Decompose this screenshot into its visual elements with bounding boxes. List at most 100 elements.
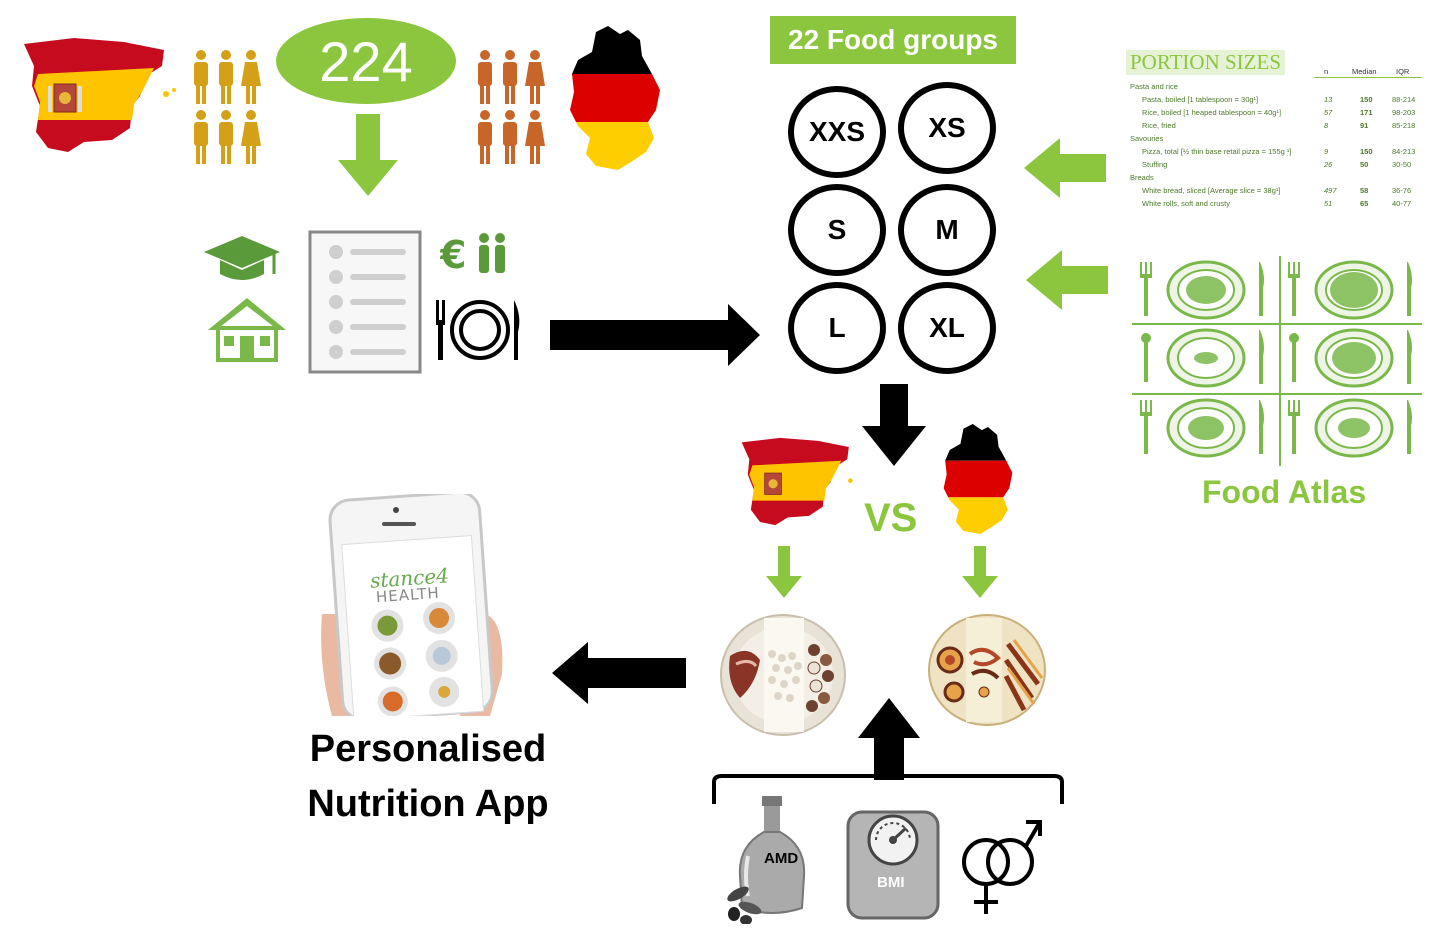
portion-sizes-table: PORTION SIZES n Median IQR Pasta and ric… [1126, 50, 1424, 212]
portion-row: White rolls, soft and crusty 51 65 40-77 [1130, 197, 1424, 210]
portion-cell-n: 57 [1324, 108, 1333, 117]
portion-sizes-title: PORTION SIZES [1126, 50, 1285, 75]
atlas-plate [1140, 260, 1264, 320]
portion-cell-n: 26 [1324, 160, 1333, 169]
col-n: n [1324, 67, 1329, 76]
portion-row-label: Pizza, total [½ thin base retail pizza =… [1142, 147, 1292, 156]
portion-size-grid: XXS XS S M L XL [786, 82, 998, 374]
germany-map-small-icon [942, 424, 1014, 534]
portion-row: Rice, boiled [1 heaped tablespoon = 40g¹… [1130, 106, 1424, 119]
atlas-plate [1288, 260, 1412, 320]
portion-cell-n: 9 [1324, 147, 1329, 156]
bmi-label: BMI [877, 874, 905, 891]
down-arrow-green-small-icon-2 [962, 546, 998, 598]
german-meal-plate-icon [928, 614, 1046, 726]
portion-cell-iqr: 30-50 [1392, 160, 1412, 169]
portion-cell-n: 51 [1324, 199, 1333, 208]
atlas-plate [1288, 398, 1412, 458]
portion-cell-iqr: 84-213 [1392, 147, 1416, 156]
income-icon: € [440, 232, 508, 274]
portion-row-label: Breads [1130, 173, 1154, 182]
down-arrow-icon [338, 114, 398, 196]
app-title: Personalised Nutrition App [280, 722, 576, 832]
portion-row: Pizza, total [½ thin base retail pizza =… [1130, 145, 1424, 158]
up-arrow-icon [858, 698, 920, 780]
portion-row-label: Savouries [1130, 134, 1164, 143]
down-arrow-black-icon [862, 384, 926, 466]
germany-participants-icon [472, 48, 548, 164]
portion-row: Pasta and rice [1130, 80, 1424, 93]
portion-cell-median: 58 [1360, 186, 1369, 195]
portion-row-label: White rolls, soft and crusty [1142, 199, 1230, 208]
plate-cutlery-icon [432, 298, 524, 362]
portion-row-label: Pasta, boiled [1 tablespoon = 30g¹] [1142, 95, 1259, 104]
portion-cell-iqr: 85-218 [1392, 121, 1416, 130]
down-arrow-green-small-icon [766, 546, 802, 598]
portion-cell-iqr: 88-214 [1392, 95, 1416, 104]
spanish-meal-plate-icon [720, 614, 846, 736]
left-arrow-green-icon [1024, 138, 1106, 198]
portion-cell-median: 150 [1360, 147, 1373, 156]
svg-text:€: € [440, 233, 466, 274]
olive-oil-bottle-icon [724, 796, 816, 924]
portion-row: Pasta, boiled [1 tablespoon = 30g¹] 13 150… [1130, 93, 1424, 106]
atlas-plate [1289, 328, 1412, 388]
atlas-plate [1140, 398, 1264, 458]
size-xl: XL [898, 282, 996, 374]
bmi-scale-icon [846, 810, 940, 920]
food-groups-label: 22 Food groups [770, 16, 1016, 64]
participant-count: 224 [319, 29, 413, 93]
portion-cell-median: 91 [1360, 121, 1369, 130]
questionnaire-icon [308, 230, 422, 374]
app-title-line2: Nutrition App [307, 783, 549, 825]
spain-map-small-icon [734, 436, 858, 530]
atlas-plate [1141, 328, 1264, 388]
spain-participants-icon [188, 48, 264, 164]
app-title-line1: Personalised [309, 728, 547, 770]
portion-row-label: Rice, fried [1142, 121, 1176, 130]
portion-cell-n: 497 [1324, 186, 1337, 195]
food-atlas-grid [1132, 256, 1422, 466]
food-groups-text: 22 Food groups [788, 24, 998, 55]
portion-row: Stuffing 26 50 30-50 [1130, 158, 1424, 171]
portion-row-label: Stuffing [1142, 160, 1168, 169]
portion-cell-median: 50 [1360, 160, 1369, 169]
germany-map-icon [568, 26, 662, 170]
col-median: Median [1352, 67, 1377, 76]
portion-row: Rice, fried 8 91 85-218 [1130, 119, 1424, 132]
portion-row: Breads [1130, 171, 1424, 184]
portion-cell-n: 8 [1324, 121, 1329, 130]
graduation-cap-icon [204, 234, 280, 284]
col-iqr: IQR [1396, 67, 1410, 76]
size-xs: XS [898, 82, 996, 174]
portion-cell-iqr: 98-203 [1392, 108, 1416, 117]
participant-count-badge: 224 [276, 18, 456, 104]
house-icon [206, 296, 288, 362]
vs-label: VS [864, 496, 918, 540]
portion-row: White bread, sliced [Average slice = 38g… [1130, 184, 1424, 197]
size-l: L [788, 282, 886, 374]
portion-row-label: Rice, boiled [1 heaped tablespoon = 40g¹… [1142, 108, 1282, 117]
portion-cell-iqr: 40-77 [1392, 199, 1412, 208]
right-arrow-icon [550, 304, 760, 366]
portion-row-label: White bread, sliced [Average slice = 38g… [1142, 186, 1281, 195]
amd-label: AMD [764, 850, 799, 867]
left-arrow-green-icon-2 [1026, 250, 1108, 310]
spain-map-icon [14, 36, 176, 158]
portion-cell-median: 65 [1360, 199, 1369, 208]
portion-cell-median: 171 [1360, 108, 1373, 117]
portion-cell-median: 150 [1360, 95, 1373, 104]
portion-row-label: Pasta and rice [1130, 82, 1178, 91]
portion-cell-n: 13 [1324, 95, 1333, 104]
smartphone-icon [320, 494, 516, 716]
size-s: S [788, 184, 886, 276]
gender-symbol-icon [960, 816, 1044, 918]
left-arrow-black-icon [552, 642, 686, 704]
portion-row: Savouries [1130, 132, 1424, 145]
portion-cell-iqr: 36-76 [1392, 186, 1412, 195]
food-atlas-label: Food Atlas [1202, 474, 1367, 510]
size-xxs: XXS [788, 86, 886, 178]
size-m: M [898, 184, 996, 276]
factor-bracket [710, 772, 1066, 806]
